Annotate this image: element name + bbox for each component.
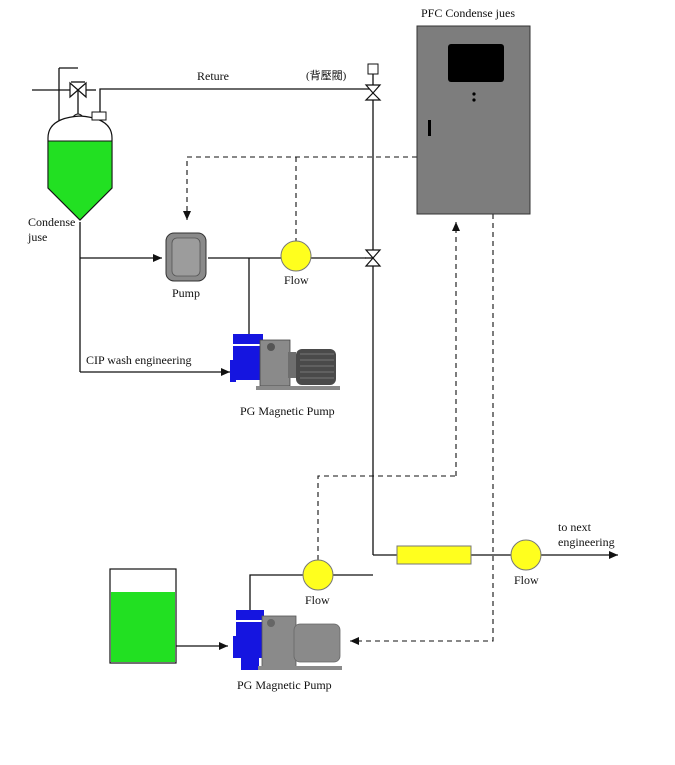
pump-upper-label: Pump [172, 286, 200, 300]
flow-meter-icon [280, 240, 312, 272]
flow-upper-label: Flow [284, 273, 309, 287]
tank-label-top: Condense [28, 215, 75, 229]
magnetic-pump-icon [233, 610, 342, 670]
magnetic-pump-upper-label: PG Magnetic Pump [240, 404, 335, 418]
back-pressure-valve-label: (背壓閥) [306, 68, 347, 82]
tank-label-bottom: juse [27, 230, 47, 244]
panel-title: PFC Condense jues [421, 6, 515, 20]
magnetic-pump-icon [230, 334, 340, 390]
flow-lower-right-label: Flow [514, 573, 539, 587]
three-way-valve-icon [364, 249, 382, 267]
signal-lines [183, 156, 494, 645]
mixing-tank-icon [47, 111, 113, 221]
inline-filter-icon [396, 545, 472, 565]
back-pressure-valve-icon [364, 63, 382, 101]
cip-line-label: CIP wash engineering [86, 353, 192, 367]
next-step-label-line2: engineering [558, 535, 615, 549]
flow-lower-left-label: Flow [305, 593, 330, 607]
next-step-label-line1: to next [558, 520, 592, 534]
return-line-label: Reture [197, 69, 229, 83]
centrifugal-pump-icon [165, 232, 207, 282]
magnetic-pump-lower-label: PG Magnetic Pump [237, 678, 332, 692]
control-panel-icon [416, 25, 531, 215]
flow-meter-icon [510, 539, 542, 571]
flow-meter-icon [302, 559, 334, 591]
storage-tank-icon [109, 568, 177, 664]
